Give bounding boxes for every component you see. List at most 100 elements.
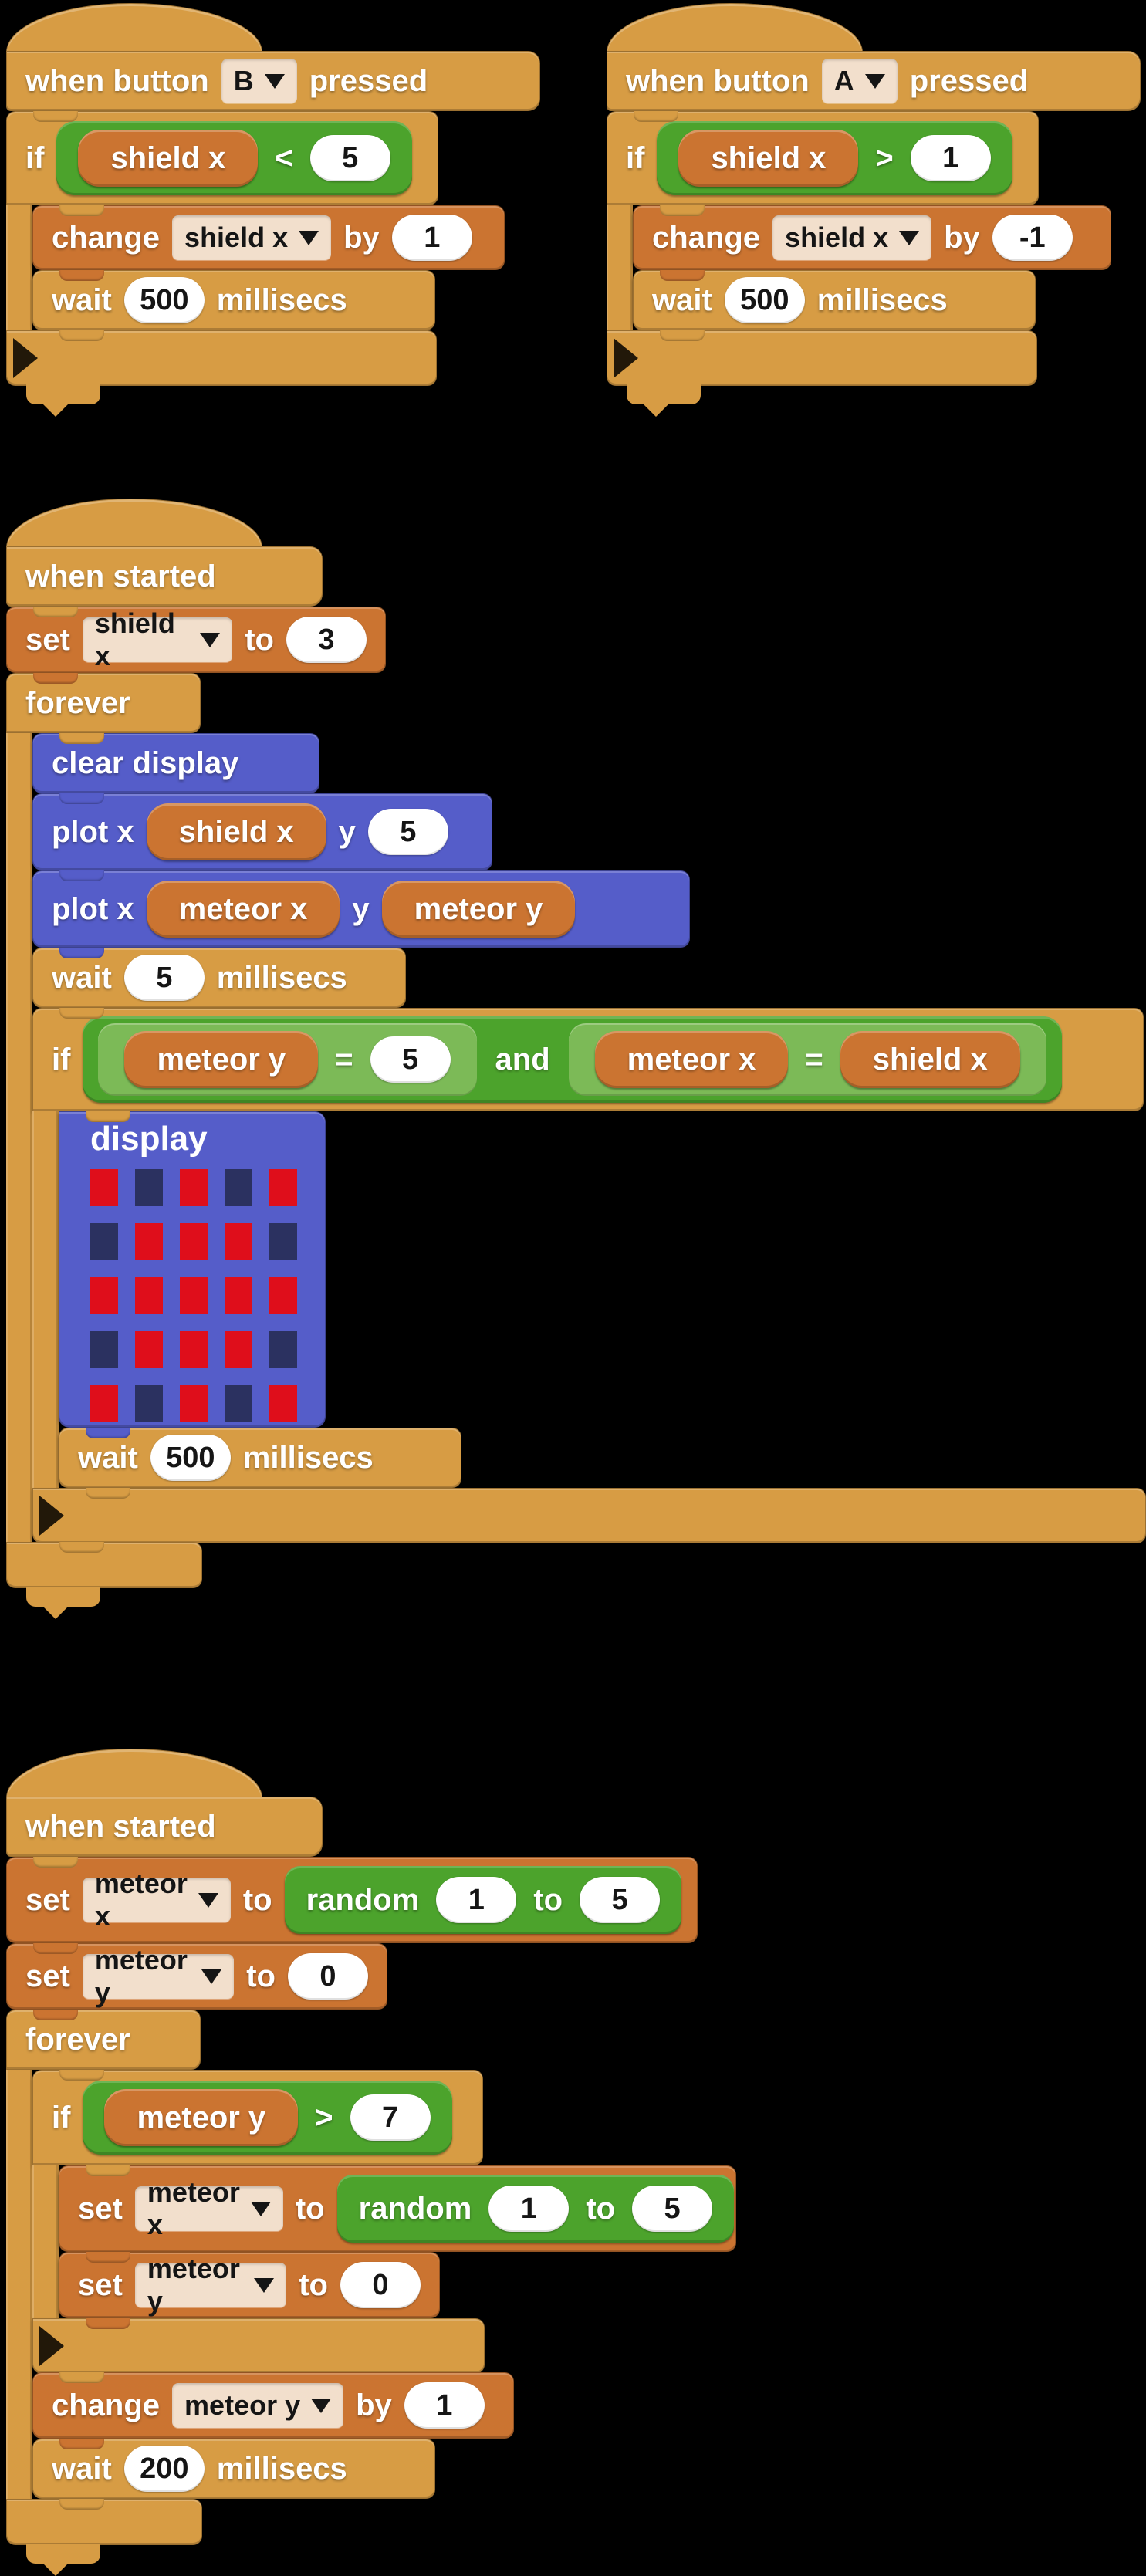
led-cell-2-3-on[interactable] xyxy=(225,1277,252,1314)
led-cell-1-1-on[interactable] xyxy=(135,1223,163,1260)
led-cell-1-2-on[interactable] xyxy=(180,1223,208,1260)
expand-else-arrow-icon[interactable] xyxy=(39,2326,64,2366)
clear-display-block[interactable]: clear display xyxy=(32,733,319,793)
if-block-header[interactable]: if shield x > 1 xyxy=(607,111,1039,205)
forever-block-header[interactable]: forever xyxy=(6,2010,201,2070)
variable-dropdown[interactable]: meteor y xyxy=(82,1944,235,2008)
variable-dropdown[interactable]: meteor y xyxy=(134,2253,287,2317)
led-cell-0-2-on[interactable] xyxy=(180,1169,208,1206)
wait-block[interactable]: wait 500 millisecs xyxy=(633,270,1036,330)
number-input[interactable]: 5 xyxy=(309,135,390,181)
led-cell-1-3-on[interactable] xyxy=(225,1223,252,1260)
variable-dropdown[interactable]: shield x xyxy=(772,215,932,260)
number-input[interactable]: 1 xyxy=(404,2382,485,2429)
change-variable-block[interactable]: change shield x by 1 xyxy=(32,205,505,270)
variable-dropdown[interactable]: meteor y xyxy=(172,2383,344,2428)
number-input[interactable]: 7 xyxy=(350,2094,431,2141)
expand-else-arrow-icon[interactable] xyxy=(39,1496,64,1536)
number-input[interactable]: 500 xyxy=(724,277,805,323)
led-cell-2-0-on[interactable] xyxy=(90,1277,118,1314)
greater-than-block[interactable]: shield x > 1 xyxy=(657,121,1012,195)
number-input[interactable]: 5 xyxy=(370,1036,451,1083)
button-dropdown[interactable]: B xyxy=(221,59,297,103)
led-cell-4-0-on[interactable] xyxy=(90,1385,118,1422)
expand-else-arrow-icon[interactable] xyxy=(614,338,638,378)
number-input[interactable]: 0 xyxy=(340,2262,421,2308)
variable-reporter-meteor-x[interactable]: meteor x xyxy=(146,881,340,938)
wait-block[interactable]: wait 500 millisecs xyxy=(32,270,435,330)
display-block[interactable]: display xyxy=(59,1111,326,1428)
variable-reporter-meteor-y[interactable]: meteor y xyxy=(381,881,576,938)
number-input[interactable]: 5 xyxy=(123,955,205,1001)
led-cell-4-4-on[interactable] xyxy=(269,1385,297,1422)
variable-reporter-shield-x[interactable]: shield x xyxy=(678,130,859,187)
led-cell-0-1-off[interactable] xyxy=(135,1169,163,1206)
forever-block-header[interactable]: forever xyxy=(6,673,201,733)
if-block-header[interactable]: if shield x < 5 xyxy=(6,111,438,205)
led-cell-4-3-off[interactable] xyxy=(225,1385,252,1422)
number-input[interactable]: 1 xyxy=(436,1877,517,1923)
set-variable-block[interactable]: set meteor y to 0 xyxy=(6,1943,387,2010)
wait-block[interactable]: wait 500 millisecs xyxy=(59,1428,461,1488)
hat-block-when-started[interactable]: when started xyxy=(6,546,323,607)
number-input[interactable]: 5 xyxy=(632,2186,713,2232)
number-input[interactable]: 5 xyxy=(580,1877,661,1923)
led-cell-3-3-on[interactable] xyxy=(225,1331,252,1368)
variable-reporter-shield-x[interactable]: shield x xyxy=(78,130,259,187)
equals-block-meteor-x[interactable]: meteor x = shield x xyxy=(568,1023,1046,1096)
set-variable-block-random[interactable]: set meteor x to random 1 to 5 xyxy=(59,2165,736,2252)
expand-else-arrow-icon[interactable] xyxy=(13,338,38,378)
number-input[interactable]: 500 xyxy=(150,1435,231,1481)
led-cell-3-2-on[interactable] xyxy=(180,1331,208,1368)
led-cell-3-1-on[interactable] xyxy=(135,1331,163,1368)
number-input[interactable]: 1 xyxy=(910,135,991,181)
number-input[interactable]: -1 xyxy=(992,215,1073,261)
set-variable-block[interactable]: set meteor y to 0 xyxy=(59,2252,440,2318)
led-cell-0-4-on[interactable] xyxy=(269,1169,297,1206)
hat-block-when-button-a[interactable]: when button A pressed xyxy=(607,51,1141,111)
hat-block-when-button-b[interactable]: when button B pressed xyxy=(6,51,540,111)
led-cell-3-4-off[interactable] xyxy=(269,1331,297,1368)
set-variable-block[interactable]: set shield x to 3 xyxy=(6,607,386,673)
variable-reporter-meteor-y[interactable]: meteor y xyxy=(104,2089,299,2146)
hat-block-when-started[interactable]: when started xyxy=(6,1797,323,1857)
button-dropdown[interactable]: A xyxy=(821,59,898,103)
equals-block-meteor-y[interactable]: meteor y = 5 xyxy=(98,1023,477,1096)
variable-dropdown[interactable]: shield x xyxy=(82,607,233,671)
variable-dropdown[interactable]: meteor x xyxy=(134,2176,283,2240)
wait-block[interactable]: wait 5 millisecs xyxy=(32,948,406,1008)
number-input[interactable]: 5 xyxy=(367,809,448,855)
variable-dropdown[interactable]: shield x xyxy=(172,215,332,260)
number-input[interactable]: 1 xyxy=(391,215,472,261)
number-input[interactable]: 500 xyxy=(123,277,205,323)
less-than-block[interactable]: shield x < 5 xyxy=(56,121,412,195)
variable-dropdown[interactable]: meteor x xyxy=(82,1868,231,1932)
led-cell-0-0-on[interactable] xyxy=(90,1169,118,1206)
variable-reporter-shield-x[interactable]: shield x xyxy=(146,803,326,860)
greater-than-block[interactable]: meteor y > 7 xyxy=(83,2081,452,2155)
number-input[interactable]: 3 xyxy=(286,617,367,663)
plot-block-meteor[interactable]: plot x meteor x y meteor y xyxy=(32,870,690,948)
variable-reporter-meteor-y[interactable]: meteor y xyxy=(124,1031,319,1088)
variable-reporter-meteor-x[interactable]: meteor x xyxy=(594,1031,789,1088)
change-variable-block[interactable]: change shield x by -1 xyxy=(633,205,1111,270)
led-cell-4-2-on[interactable] xyxy=(180,1385,208,1422)
led-cell-2-1-on[interactable] xyxy=(135,1277,163,1314)
led-cell-2-4-on[interactable] xyxy=(269,1277,297,1314)
plot-block-shield[interactable]: plot x shield x y 5 xyxy=(32,793,492,870)
led-cell-0-3-off[interactable] xyxy=(225,1169,252,1206)
random-block[interactable]: random 1 to 5 xyxy=(336,2175,735,2243)
number-input[interactable]: 0 xyxy=(288,1953,368,2000)
led-cell-1-0-off[interactable] xyxy=(90,1223,118,1260)
wait-block[interactable]: wait 200 millisecs xyxy=(32,2439,435,2499)
change-variable-block[interactable]: change meteor y by 1 xyxy=(32,2372,514,2439)
led-cell-4-1-off[interactable] xyxy=(135,1385,163,1422)
set-variable-block-random[interactable]: set meteor x to random 1 to 5 xyxy=(6,1857,698,1943)
number-input[interactable]: 1 xyxy=(488,2186,570,2232)
number-input[interactable]: 200 xyxy=(123,2446,205,2492)
led-cell-1-4-off[interactable] xyxy=(269,1223,297,1260)
led-cell-2-2-on[interactable] xyxy=(180,1277,208,1314)
variable-reporter-shield-x[interactable]: shield x xyxy=(840,1031,1020,1088)
random-block[interactable]: random 1 to 5 xyxy=(284,1866,682,1934)
if-block-header-offscreen[interactable]: if meteor y > 7 xyxy=(32,2070,483,2165)
